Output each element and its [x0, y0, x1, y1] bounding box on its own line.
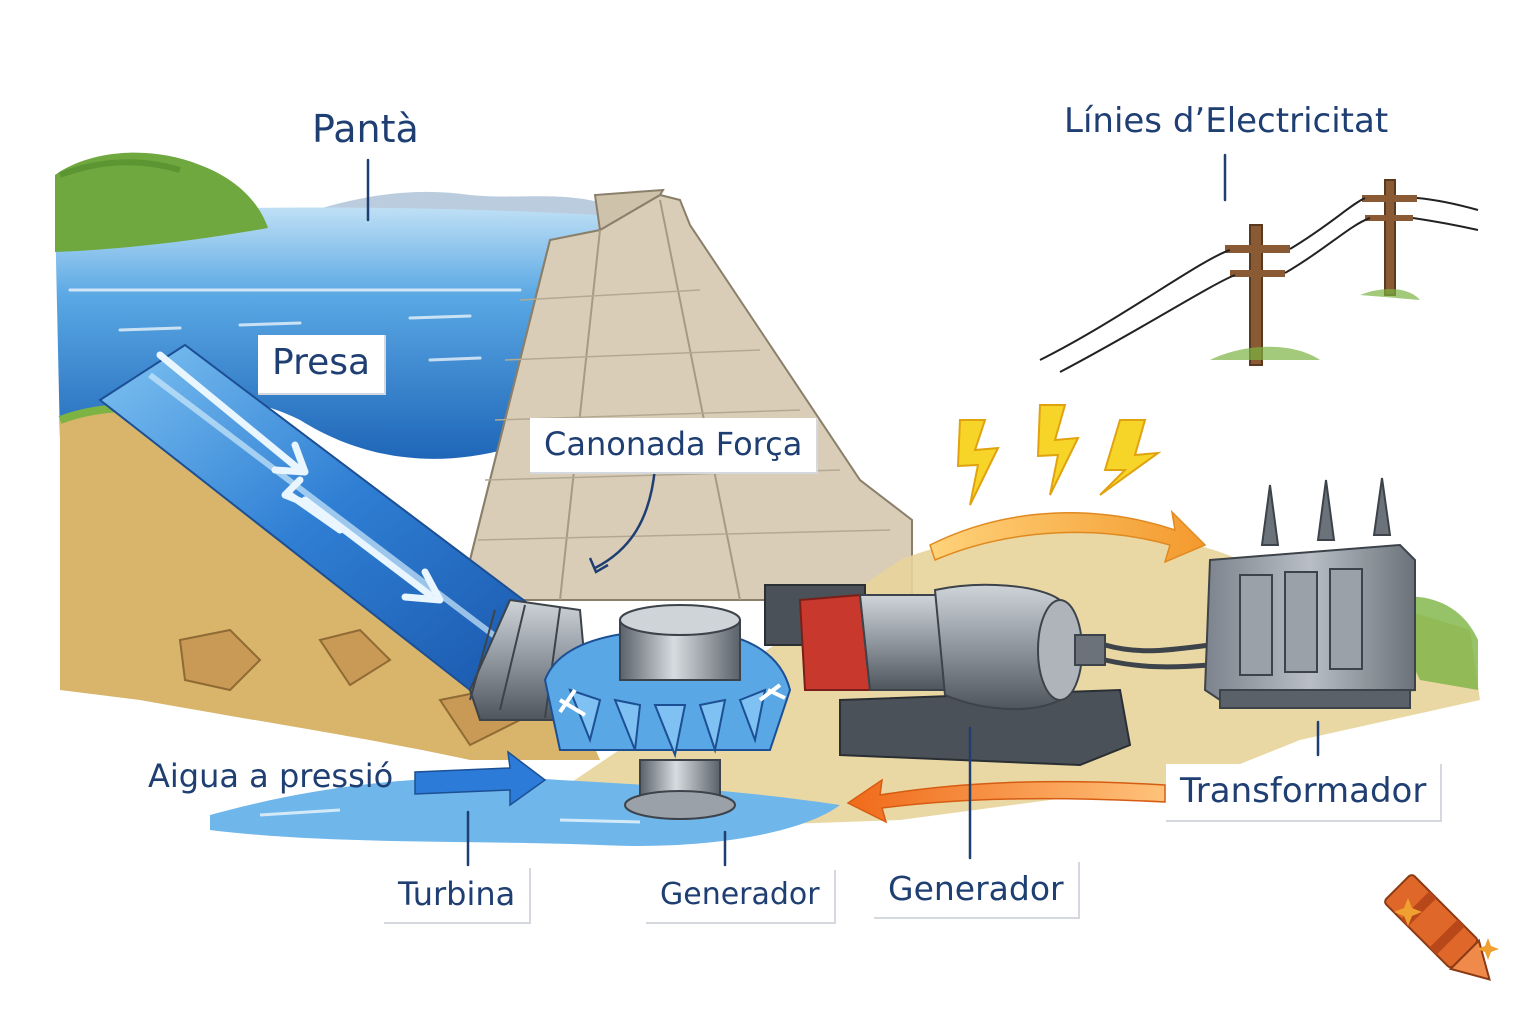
power-lines [1040, 180, 1478, 372]
label-linies-electricitat: Línies d’Electricitat [1058, 100, 1394, 142]
label-canonada-forca: Canonada Força [530, 418, 818, 474]
label-turbina: Turbina [384, 868, 531, 924]
label-generador-machine: Generador [874, 862, 1080, 919]
label-aigua-pressio: Aigua a pressió [142, 756, 399, 796]
lightning-bolt-icon [958, 405, 1158, 505]
crayon-logo-icon [1383, 873, 1503, 993]
label-presa: Presa [258, 335, 386, 395]
label-generador-turbine: Generador [646, 870, 836, 924]
transformer [1205, 478, 1415, 708]
label-panta: Pantà [306, 106, 425, 152]
label-transformador: Transformador [1166, 764, 1442, 822]
